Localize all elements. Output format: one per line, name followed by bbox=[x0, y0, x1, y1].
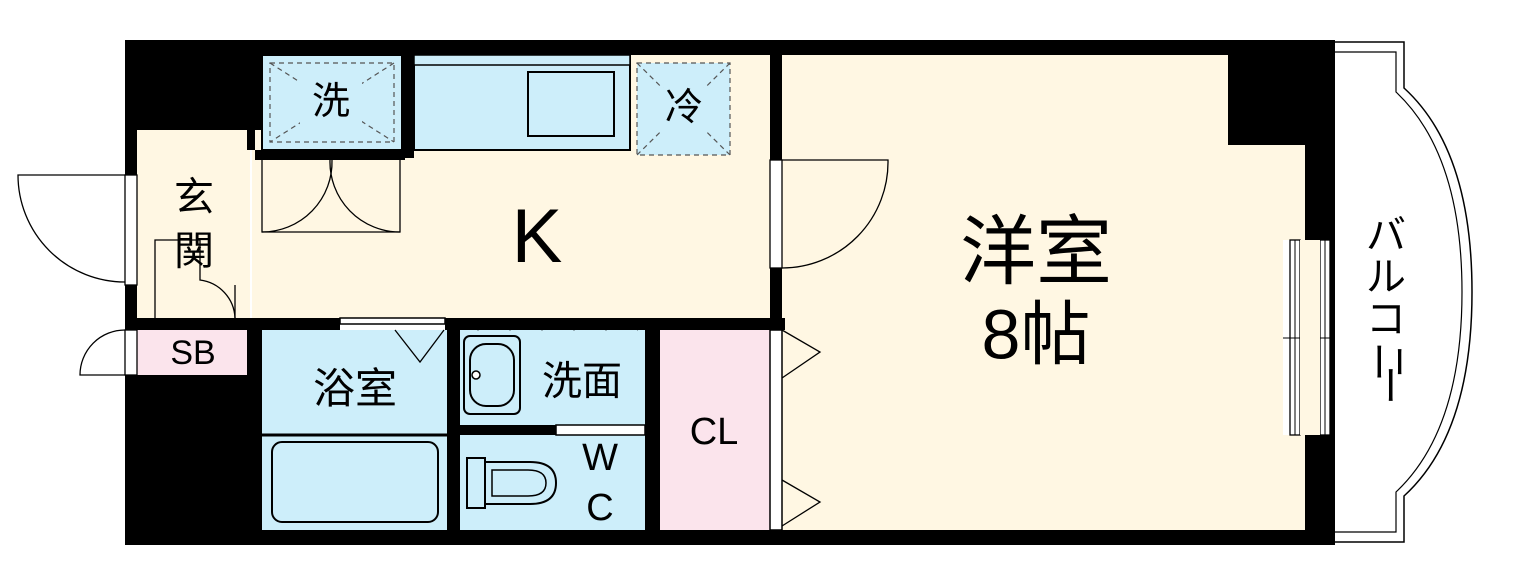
entrance-label-1: 玄 bbox=[174, 176, 214, 220]
washer-pan bbox=[261, 54, 403, 151]
western-room-label-1: 洋室 bbox=[960, 210, 1112, 295]
balcony-label-2: ル bbox=[1366, 256, 1406, 300]
western-room-label-2: 8帖 bbox=[982, 295, 1091, 373]
sink-icon bbox=[527, 71, 615, 137]
washer-label: 洗 bbox=[312, 81, 350, 123]
balcony-label-3: コ bbox=[1366, 298, 1406, 342]
balcony-window bbox=[1283, 239, 1335, 436]
kitchen-counter bbox=[413, 54, 631, 151]
western-room-door bbox=[769, 159, 889, 269]
kitchen-label: K bbox=[512, 194, 563, 279]
entrance-door bbox=[17, 174, 138, 286]
shoebox-label: SB bbox=[170, 334, 215, 372]
balcony-label-5: ー bbox=[1366, 365, 1410, 405]
shoebox-door bbox=[79, 329, 138, 376]
fridge-label: 冷 bbox=[665, 87, 703, 129]
washbasin-icon bbox=[463, 335, 521, 415]
walls bbox=[125, 40, 1335, 545]
toilet-icon bbox=[466, 457, 558, 509]
doors bbox=[17, 159, 1335, 527]
fridge-space bbox=[636, 62, 731, 156]
closet-floor bbox=[660, 330, 770, 530]
room-labels: 洗 冷 K 玄 関 SB 浴室 洗面 W C CL 洋室 8帖 バ ル コ ニ … bbox=[170, 81, 1410, 529]
bathtub-icon bbox=[271, 441, 439, 523]
western-room-floor bbox=[782, 55, 1295, 532]
balcony-label-1: バ bbox=[1366, 214, 1406, 258]
wc-label-1: W bbox=[582, 437, 618, 479]
balcony-label-4: ニ bbox=[1366, 342, 1410, 382]
bath-label: 浴室 bbox=[313, 365, 397, 412]
shoebox-floor bbox=[137, 330, 247, 375]
washroom-label: 洗面 bbox=[542, 360, 622, 404]
entrance-label-2: 関 bbox=[174, 230, 214, 274]
balcony bbox=[1335, 41, 1473, 543]
closet-label: CL bbox=[690, 411, 739, 453]
wc-label-2: C bbox=[586, 487, 613, 529]
entrance-floor bbox=[137, 130, 250, 318]
